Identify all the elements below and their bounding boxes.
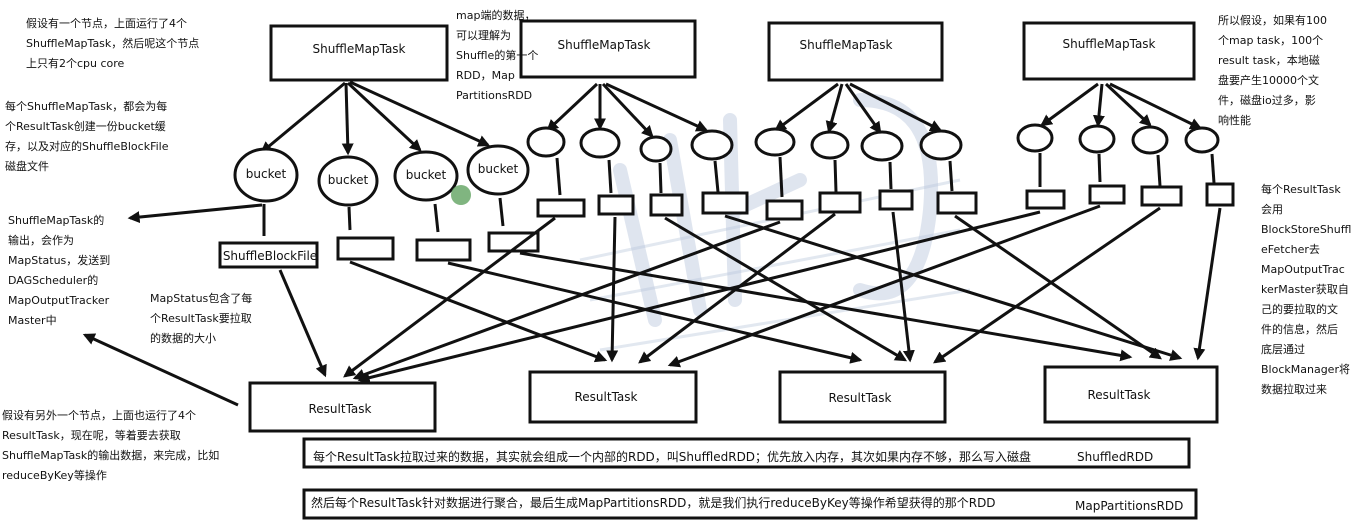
shuffle-map-task-1: ShuffleMapTask: [269, 24, 449, 82]
shuffle-block-file-label: ShuffleBlockFile: [223, 249, 317, 263]
shuffle-map-task-label: ShuffleMapTask: [799, 38, 892, 52]
shuffle-map-task-4: ShuffleMapTask: [1022, 21, 1196, 81]
bucket-file-connectors: [262, 153, 1216, 236]
result-task-2: ResultTask: [528, 370, 698, 424]
block-files: [336, 182, 1235, 262]
shuffled-rdd-bar: 每个ResultTask拉取过来的数据，其实就会组成一个内部的RDD，叫Shuf…: [302, 437, 1191, 469]
shuffled-rdd-tag: ShuffledRDD: [1077, 450, 1153, 464]
shuffle-map-task-3: ShuffleMapTask: [767, 21, 944, 82]
result-task-label: ResultTask: [829, 391, 892, 405]
shuffle-map-task-label: ShuffleMapTask: [1062, 37, 1155, 51]
result-task-3: ResultTask: [778, 370, 947, 424]
small-buckets: [526, 123, 1220, 163]
bucket-4: bucket: [466, 144, 530, 196]
shuffle-map-task-label: ShuffleMapTask: [312, 42, 405, 56]
bucket-label: bucket: [478, 162, 519, 176]
note-bottom-left: 假设有另外一个节点，上面也运行了4个 ResultTask，现在呢，等着要去获取…: [2, 409, 220, 482]
map-partitions-rdd-tag: MapPartitionsRDD: [1075, 499, 1183, 513]
bucket-label: bucket: [328, 173, 369, 187]
result-task-label: ResultTask: [309, 402, 372, 416]
bucket-3: bucket: [393, 150, 459, 202]
note-mapstatus: MapStatus包含了每 个ResultTask要拉取 的数据的大小: [150, 292, 253, 345]
result-task-label: ResultTask: [575, 390, 638, 404]
result-task-4: ResultTask: [1043, 365, 1219, 424]
note-bucket: 每个ShuffleMapTask，都会为每 个ResultTask创建一份buc…: [5, 100, 169, 173]
note-output: ShuffleMapTask的 输出，会作为 MapStatus，发送到 DAG…: [8, 214, 111, 327]
bucket-label: bucket: [406, 168, 447, 182]
cross-arrows: [82, 203, 1222, 407]
note-top-right: 所以假设，如果有100 个map task，100个 result task，本…: [1218, 14, 1327, 127]
note-top-left: 假设有一个节点，上面运行了4个 ShuffleMapTask，然后呢这个节点 上…: [26, 17, 200, 70]
fan-lines: [260, 80, 1203, 156]
shuffle-block-file: ShuffleBlockFile: [218, 241, 319, 269]
bucket-2: bucket: [317, 155, 379, 207]
result-task-1: ResultTask: [248, 381, 437, 433]
note-right: 每个ResultTask 会用 BlockStoreShuffl eFetche…: [1261, 183, 1352, 396]
shuffled-rdd-text: 每个ResultTask拉取过来的数据，其实就会组成一个内部的RDD，叫Shuf…: [313, 449, 1031, 464]
map-partitions-rdd-text: 然后每个ResultTask针对数据进行聚合，最后生成MapPartitions…: [311, 495, 996, 510]
bucket-1: bucket: [233, 147, 299, 203]
cursor-dot: [451, 185, 471, 205]
bucket-label: bucket: [246, 167, 287, 181]
map-partitions-rdd-bar: 然后每个ResultTask针对数据进行聚合，最后生成MapPartitions…: [302, 488, 1198, 520]
result-task-label: ResultTask: [1088, 388, 1151, 402]
note-map-rdd: map端的数据， 可以理解为 Shuffle的第一个 RDD，Map Parti…: [456, 9, 539, 102]
shuffle-map-task-label: ShuffleMapTask: [557, 38, 650, 52]
shuffle-map-task-2: ShuffleMapTask: [519, 19, 697, 79]
